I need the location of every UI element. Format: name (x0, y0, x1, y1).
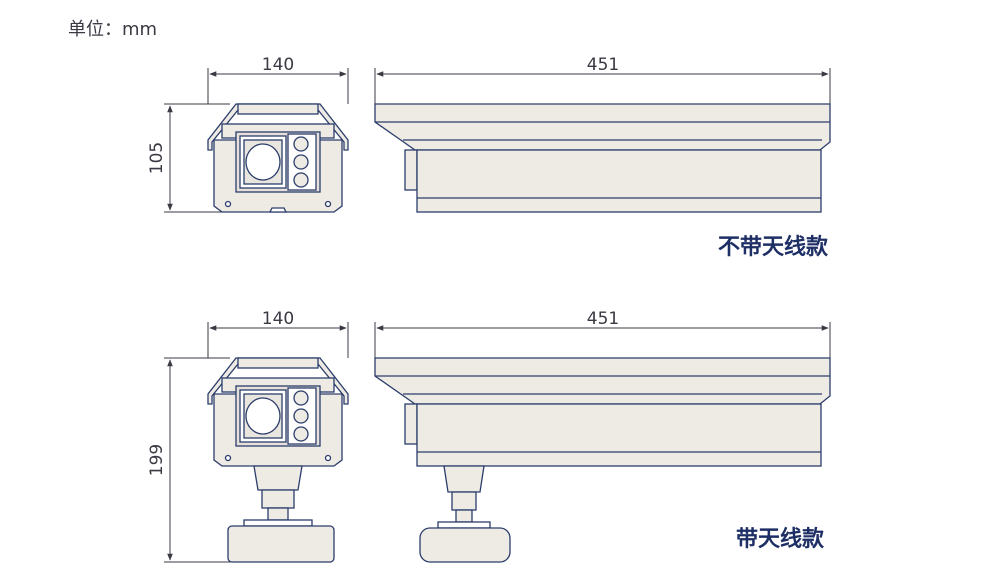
variant-with-antenna: 140 199 (147, 309, 831, 563)
variant-caption: 不带天线款 (718, 234, 829, 260)
side-length-label: 451 (587, 55, 619, 75)
unit-label: 单位：mm (68, 19, 157, 40)
height-dimension (164, 103, 230, 213)
height-dimension (164, 357, 230, 563)
height-label: 199 (147, 444, 167, 476)
front-width-dimension (207, 322, 349, 358)
front-view-camera (207, 357, 349, 563)
variant-no-antenna: 140 105 (147, 55, 831, 260)
front-view-camera (207, 103, 349, 213)
side-length-dimension (374, 322, 831, 358)
variant-caption: 带天线款 (736, 526, 825, 552)
front-width-dimension (207, 68, 349, 104)
height-label: 105 (147, 142, 167, 174)
side-view-camera (374, 357, 831, 563)
side-length-dimension (374, 68, 831, 104)
front-width-label: 140 (262, 309, 294, 329)
side-length-label: 451 (587, 309, 619, 329)
side-view-camera (374, 103, 831, 213)
front-width-label: 140 (262, 55, 294, 75)
